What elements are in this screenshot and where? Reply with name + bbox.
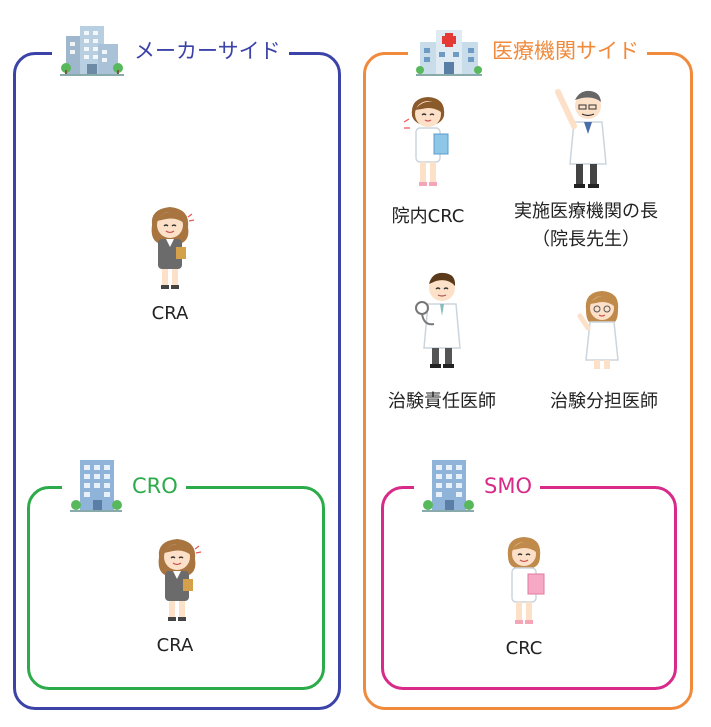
smo-crc-figure: [496, 532, 552, 628]
cro-cra-figure: [149, 535, 205, 623]
maker-cra-figure: [142, 203, 198, 291]
sub-investigator-label: 治験分担医師: [550, 391, 658, 412]
sub-investigator-figure: [574, 286, 630, 372]
office-building-icon: [60, 22, 124, 78]
in-hospital-crc-figure: [400, 92, 456, 192]
cro-cra-label: CRA: [156, 635, 194, 656]
small-office-building-icon: [422, 458, 474, 514]
principal-investigator-figure: [410, 266, 470, 372]
institution-head-figure: [552, 84, 622, 192]
hospital-side-title: 医療機関サイド: [492, 39, 639, 63]
hospital-building-icon: [416, 22, 482, 78]
cro-header: CRO: [62, 458, 186, 514]
maker-side-header: メーカーサイド: [52, 22, 289, 78]
hospital-side-header: 医療機関サイド: [408, 22, 647, 78]
institution-head-label: 実施医療機関の長 （院長先生）: [495, 198, 677, 254]
institution-head-label-line2: （院長先生）: [532, 229, 640, 250]
smo-crc-label: CRC: [505, 638, 543, 659]
small-office-building-icon: [70, 458, 122, 514]
in-hospital-crc-label: 院内CRC: [391, 206, 465, 227]
maker-side-title: メーカーサイド: [134, 39, 281, 63]
principal-investigator-label: 治験責任医師: [388, 391, 496, 412]
cro-title: CRO: [132, 474, 178, 498]
maker-cra-label: CRA: [151, 303, 189, 324]
institution-head-label-line1: 実施医療機関の長: [514, 201, 658, 222]
smo-header: SMO: [414, 458, 540, 514]
smo-title: SMO: [484, 474, 532, 498]
